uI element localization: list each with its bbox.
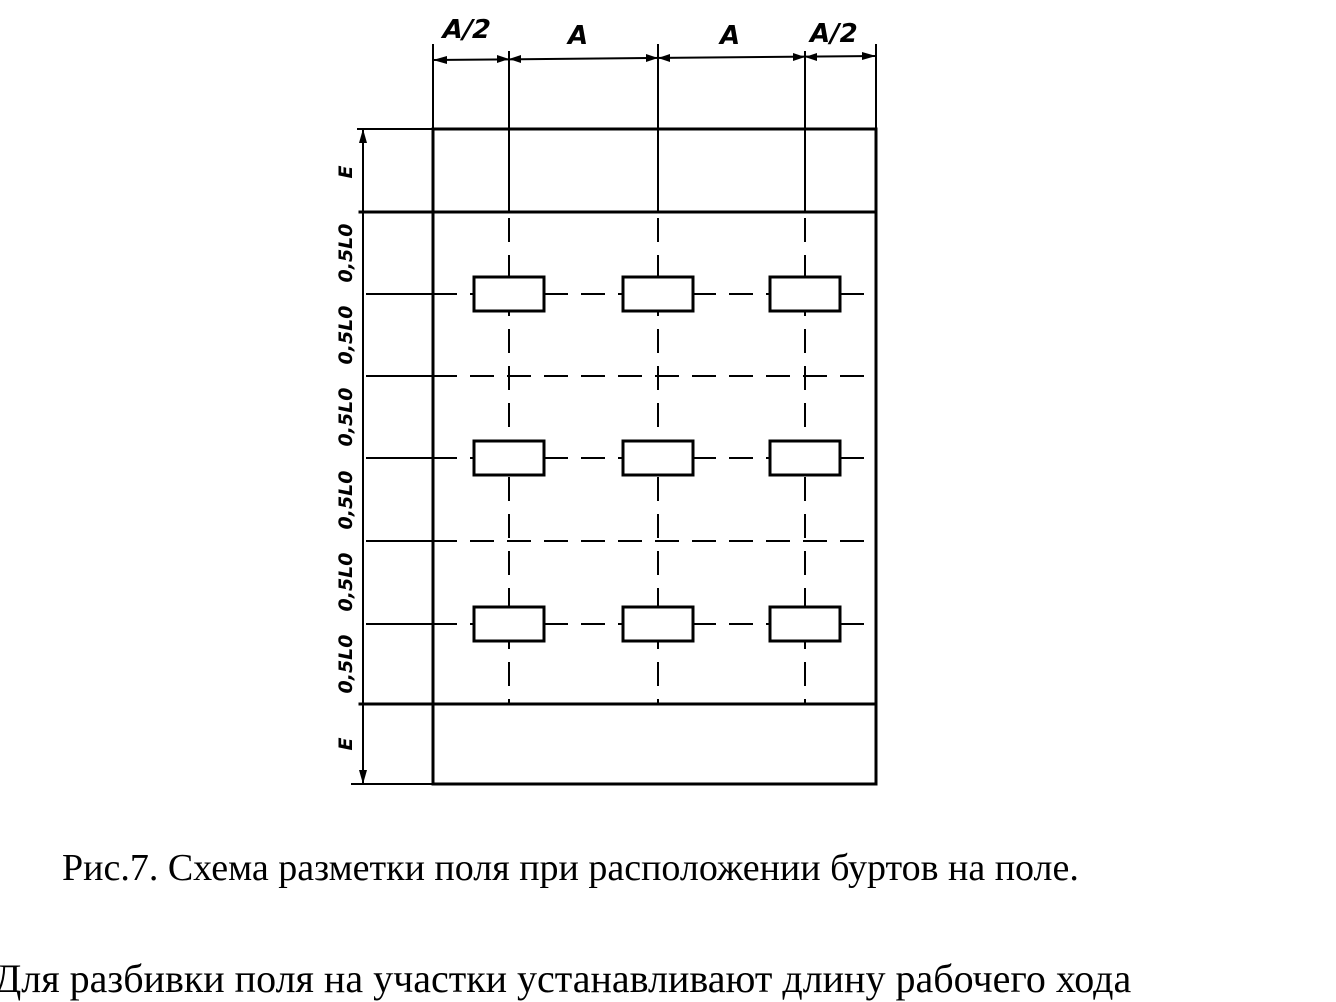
left-label-e-bottom: E <box>335 737 357 750</box>
field-marking-diagram: A/2 A A A/2 E 0,5L0 0,5L0 0,5L0 0,5L0 0,… <box>335 15 878 786</box>
pile-grid <box>472 275 842 643</box>
arrow-left-bottom <box>359 770 367 784</box>
arrow-top-right <box>862 52 876 60</box>
left-label-05l0-1: 0,5L0 <box>335 224 357 283</box>
top-label-a-1: A <box>566 21 588 51</box>
field-border <box>431 127 878 786</box>
pile-r3-c3 <box>768 605 842 643</box>
arrow-top-mid-1 <box>497 55 509 63</box>
figure-caption: Рис.7. Схема разметки поля при расположе… <box>62 847 1079 889</box>
left-label-05l0-6: 0,5L0 <box>335 635 357 694</box>
arrow-top-mid-5 <box>793 53 805 61</box>
pile-r1-c2 <box>621 275 695 313</box>
arrow-left-top <box>359 129 367 143</box>
top-label-half-a-right: A/2 <box>808 19 858 49</box>
arrow-top-mid-6 <box>805 53 817 61</box>
pile-r2-c2 <box>621 439 695 477</box>
pile-r1-c3 <box>768 275 842 313</box>
pile-r2-c3 <box>768 439 842 477</box>
left-label-05l0-3: 0,5L0 <box>335 388 357 447</box>
top-label-half-a-left: A/2 <box>440 15 492 45</box>
pile-r1-c1 <box>472 275 546 313</box>
arrow-top-mid-3 <box>646 54 658 62</box>
left-label-05l0-4: 0,5L0 <box>335 471 357 530</box>
pile-r2-c1 <box>472 439 546 477</box>
body-text-line: Для разбивки поля на участки устанавлива… <box>0 956 1132 1001</box>
left-label-e-top: E <box>335 165 357 178</box>
arrow-top-mid-2 <box>509 55 521 63</box>
arrow-top-left <box>433 56 447 64</box>
left-label-05l0-5: 0,5L0 <box>335 553 357 612</box>
arrow-top-mid-4 <box>658 54 670 62</box>
top-label-a-2: A <box>718 21 740 51</box>
left-label-05l0-2: 0,5L0 <box>335 306 357 365</box>
pile-r3-c1 <box>472 605 546 643</box>
pile-r3-c2 <box>621 605 695 643</box>
